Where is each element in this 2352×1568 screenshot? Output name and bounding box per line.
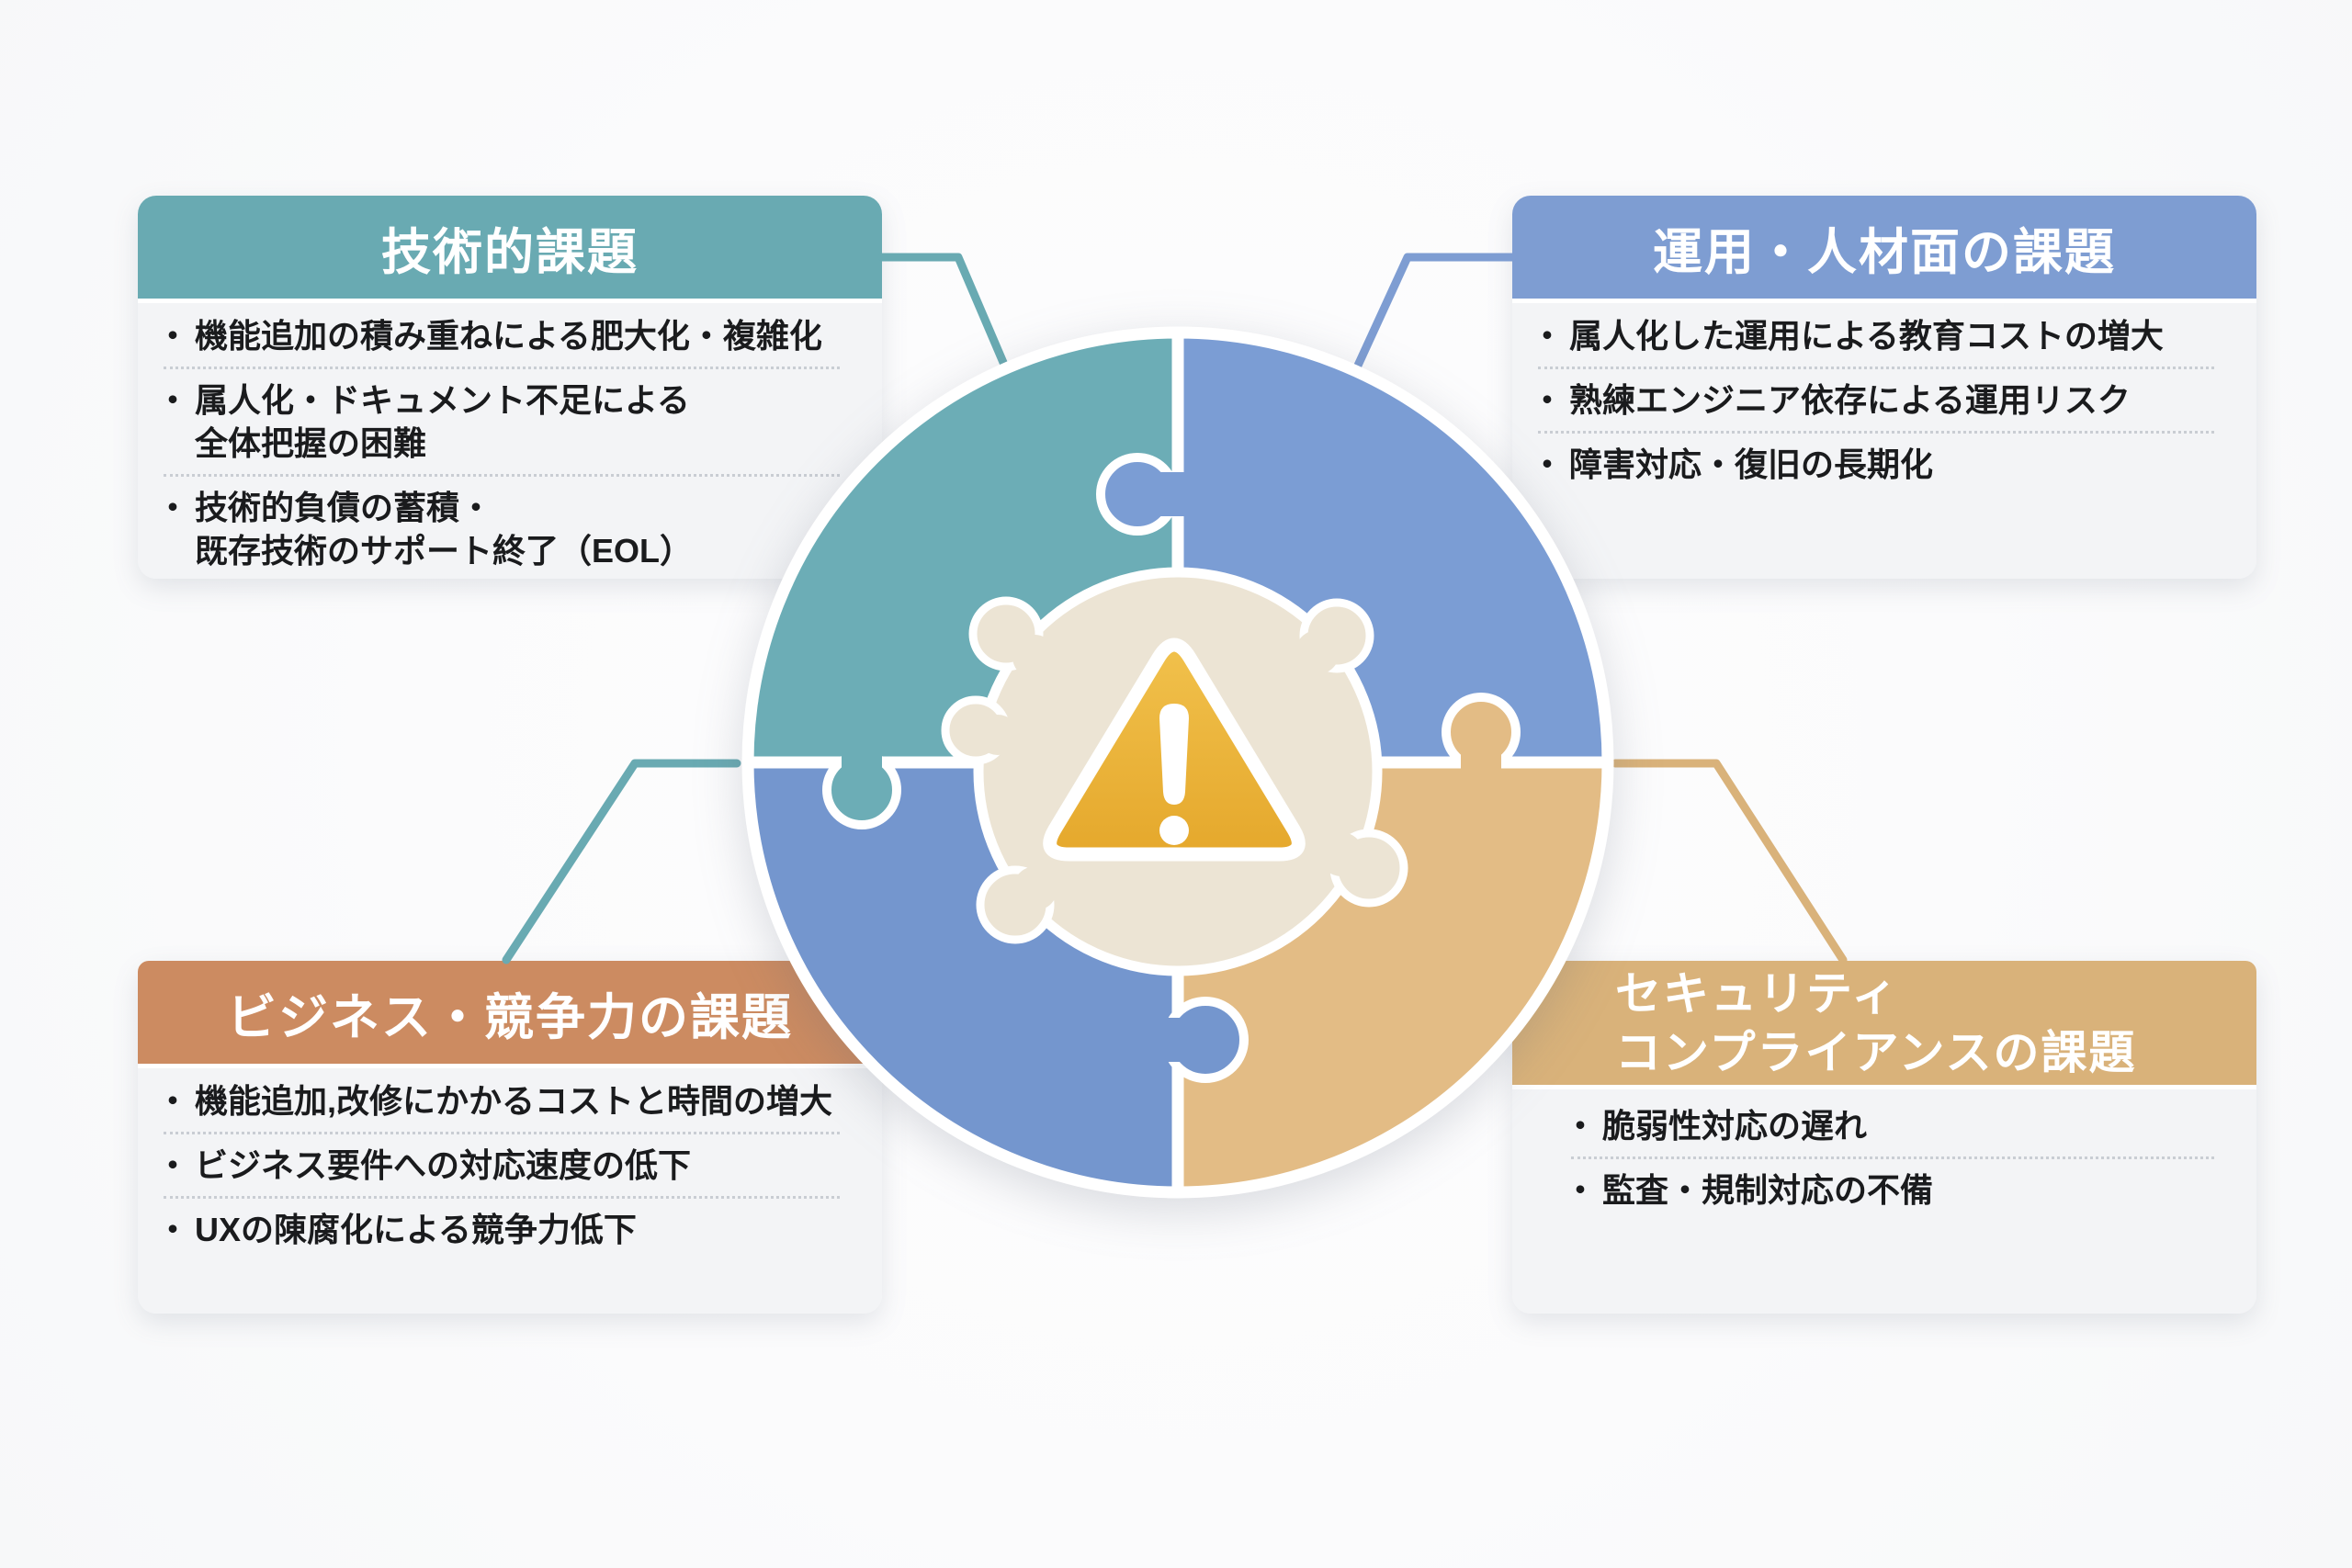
connector-technical [877, 253, 1017, 389]
list-item: ・UXの陳腐化による競争力低下 [156, 1208, 864, 1251]
card-security-title-line2: コンプライアンスの課題 [1615, 1026, 2137, 1078]
list-item-text: 属人化した運用による教育コストの増大 [1569, 317, 2164, 355]
item-separator [164, 474, 840, 477]
list-item-continuation: 全体把握の困難 [156, 422, 864, 465]
bullet-marker: ・ [1564, 1107, 1598, 1145]
card-operations-body: ・属人化した運用による教育コストの増大 ・熟練エンジニア依存による運用リスク ・… [1512, 303, 2256, 579]
card-technical-body: ・機能追加の積み重ねによる肥大化・複雑化 ・属人化・ドキュメント不足による 全体… [138, 303, 882, 579]
bullet-marker: ・ [156, 489, 190, 526]
connector-security [1611, 759, 1848, 964]
list-item-text: 監査・規制対応の不備 [1602, 1171, 1934, 1209]
list-item-text: ビジネス要件への対応速度の低下 [195, 1146, 692, 1184]
card-security-body: ・脆弱性対応の遅れ ・監査・規制対応の不備 [1512, 1089, 2256, 1314]
warning-triangle [1043, 637, 1306, 862]
list-item-text: 障害対応・復旧の長期化 [1569, 446, 1934, 483]
list-item: ・技術的負債の蓄積・ [156, 486, 864, 529]
hub-disc [973, 567, 1383, 976]
warning-exclamation-dot [1159, 816, 1189, 845]
list-item-text: 技術的負債の蓄積・ [195, 489, 493, 526]
puzzle-tab-right [1442, 693, 1521, 794]
list-item: ・属人化・ドキュメント不足による [156, 378, 864, 422]
card-technical-title: 技術的課題 [381, 224, 639, 280]
item-separator [1571, 1156, 2214, 1159]
list-item: ・熟練エンジニア依存による運用リスク [1531, 378, 2238, 422]
card-operations-header: 運用・人材面の課題 [1512, 196, 2256, 303]
list-item-text: 既存技術のサポート終了（EOL） [195, 532, 694, 570]
list-item: ・機能追加,改修にかかるコストと時間の増大 [156, 1079, 864, 1122]
list-item: ・障害対応・復旧の長期化 [1531, 443, 2238, 486]
list-item: ・属人化した運用による教育コストの増大 [1531, 314, 2238, 357]
list-item-continuation: 既存技術のサポート終了（EOL） [156, 529, 864, 572]
puzzle-tab-left [822, 739, 901, 829]
card-business-header: ビジネス・競争力の課題 [138, 961, 882, 1068]
connector-operations [1342, 253, 1517, 394]
card-technical: 技術的課題 ・機能追加の積み重ねによる肥大化・複雑化 ・属人化・ドキュメント不足… [138, 196, 882, 579]
item-separator [164, 1132, 840, 1134]
card-business: ビジネス・競争力の課題 ・機能追加,改修にかかるコストと時間の増大 ・ビジネス要… [138, 961, 882, 1314]
item-separator [164, 1196, 840, 1199]
bullet-marker: ・ [156, 1211, 190, 1248]
card-operations: 運用・人材面の課題 ・属人化した運用による教育コストの増大 ・熟練エンジニア依存… [1512, 196, 2256, 579]
card-security: セキュリティ コンプライアンスの課題 ・脆弱性対応の遅れ ・監査・規制対応の不備 [1512, 961, 2256, 1314]
list-item: ・監査・規制対応の不備 [1564, 1168, 2238, 1212]
bullet-marker: ・ [156, 381, 190, 419]
bullet-marker: ・ [1531, 317, 1565, 355]
bullet-marker: ・ [1531, 446, 1565, 483]
item-separator [1538, 431, 2214, 434]
card-security-header: セキュリティ コンプライアンスの課題 [1512, 961, 2256, 1089]
warning-icon [1043, 637, 1306, 862]
bullet-marker: ・ [1531, 381, 1565, 419]
list-item: ・脆弱性対応の遅れ [1564, 1104, 2238, 1147]
list-item-text: 属人化・ドキュメント不足による [195, 381, 690, 419]
card-business-title: ビジネス・競争力の課題 [227, 989, 793, 1045]
list-item-text: 脆弱性対応の遅れ [1602, 1107, 1868, 1145]
item-separator [1538, 367, 2214, 369]
connector-business [502, 759, 741, 964]
list-item: ・機能追加の積み重ねによる肥大化・複雑化 [156, 314, 864, 357]
bullet-marker: ・ [1564, 1171, 1598, 1209]
puzzle-tab-bottom [1150, 997, 1249, 1083]
puzzle-tab-top [1096, 453, 1194, 536]
bullet-marker: ・ [156, 1146, 190, 1184]
list-item-text: UXの陳腐化による競争力低下 [195, 1211, 637, 1248]
list-item-text: 機能追加の積み重ねによる肥大化・複雑化 [195, 317, 822, 355]
bullet-marker: ・ [156, 1082, 190, 1120]
card-business-body: ・機能追加,改修にかかるコストと時間の増大 ・ビジネス要件への対応速度の低下 ・… [138, 1068, 882, 1314]
list-item-text: 機能追加,改修にかかるコストと時間の増大 [195, 1082, 833, 1120]
card-technical-header: 技術的課題 [138, 196, 882, 303]
list-item-text: 熟練エンジニア依存による運用リスク [1569, 381, 2131, 419]
list-item: ・ビジネス要件への対応速度の低下 [156, 1144, 864, 1187]
list-item-text: 全体把握の困難 [195, 424, 427, 462]
item-separator [164, 367, 840, 369]
hub [941, 567, 1408, 976]
card-security-title-line1: セキュリティ [1615, 967, 1899, 1020]
warning-exclamation-bar [1159, 704, 1189, 805]
card-operations-title: 運用・人材面の課題 [1653, 224, 2116, 280]
bullet-marker: ・ [156, 317, 190, 355]
